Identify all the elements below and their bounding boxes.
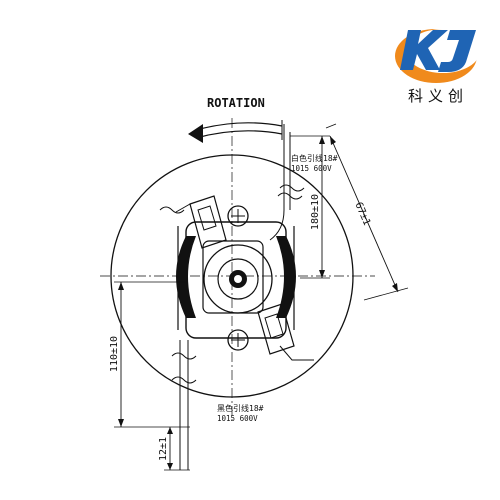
dimension-180-label: 180±10 <box>310 194 321 230</box>
white-lead-spec: 1015 600V <box>291 164 332 173</box>
dimension-12: 12±1 <box>158 427 190 471</box>
right-coil <box>276 236 296 318</box>
motor-body <box>175 195 296 355</box>
logo-k-mark <box>400 30 448 70</box>
logo-j-mark <box>438 30 476 72</box>
black-lead-wire <box>171 340 197 470</box>
rotor-ring <box>217 258 259 300</box>
dimension-67-label: 67±1 <box>353 201 373 227</box>
upper-terminal <box>175 195 227 249</box>
top-screw <box>227 205 249 227</box>
dimension-67: 67±1 <box>325 123 409 301</box>
company-logo: 科义创 <box>395 29 480 105</box>
white-lead-wire <box>269 124 305 241</box>
mount-bracket <box>159 206 314 361</box>
bottom-screw <box>227 329 249 351</box>
rotor-outer <box>203 244 273 314</box>
rotation-label: ROTATION <box>207 96 265 110</box>
black-lead-spec: 1015 600V <box>217 414 258 423</box>
impeller-outline <box>100 118 375 420</box>
lower-terminal <box>257 303 295 355</box>
black-lead-label: 黑色引线18# <box>217 403 264 413</box>
white-lead-label: 白色引线18# <box>291 153 338 163</box>
dimension-180: 180±10 <box>290 135 330 279</box>
dimension-110: 110±10 <box>109 281 190 428</box>
logo-brand-text: 科义创 <box>408 87 468 105</box>
dimension-12-label: 12±1 <box>158 437 169 461</box>
left-coil <box>176 236 196 318</box>
rotation-arrow <box>188 120 283 143</box>
dimension-110-label: 110±10 <box>109 336 120 372</box>
